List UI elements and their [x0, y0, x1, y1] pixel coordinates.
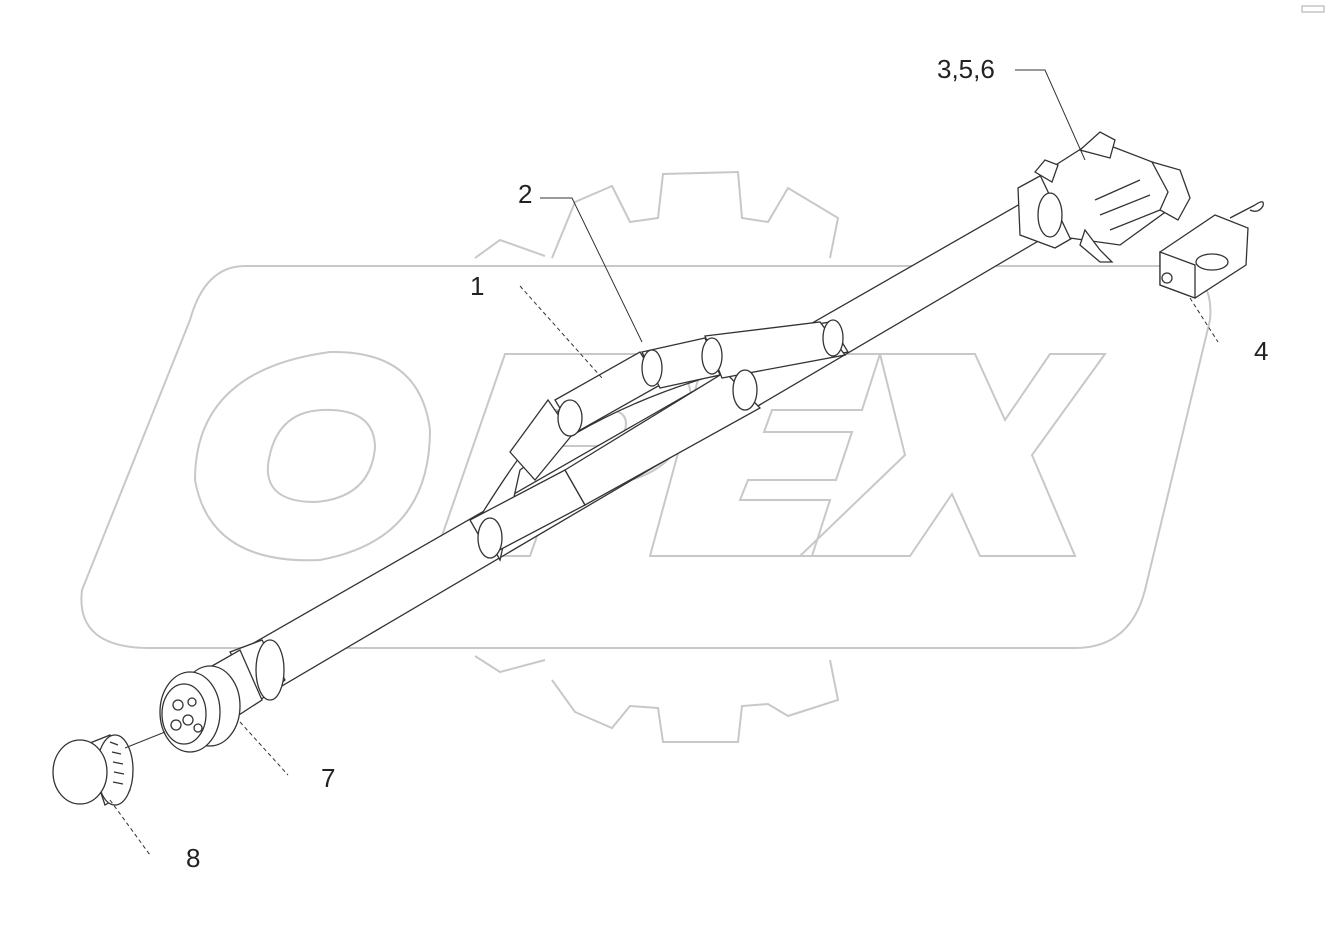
watermark-gear: [474, 170, 840, 743]
plug-4: [1159, 201, 1264, 299]
callouts: 1 2 3,5,6 4 7 8: [186, 54, 1268, 873]
callout-3-5-6: 3,5,6: [937, 54, 995, 84]
leader-lines: [109, 69, 1219, 856]
connector-housing: [1017, 131, 1191, 263]
leader-2: [540, 197, 643, 343]
cap-8: [52, 734, 134, 806]
assembly-axis: [124, 731, 166, 749]
cable-sleeves: [469, 319, 847, 559]
leader-7: [239, 721, 289, 776]
watermark-banner: [80, 265, 1212, 649]
callout-8: 8: [186, 843, 200, 873]
wiring-harness: [52, 131, 1264, 806]
round-connector-7: [159, 639, 286, 753]
callout-4: 4: [1254, 336, 1268, 366]
leader-4: [1189, 297, 1219, 343]
leader-356: [1015, 69, 1086, 161]
corner-mark: [1301, 5, 1325, 13]
leader-1: [519, 285, 603, 379]
leader-8: [109, 799, 151, 856]
callout-7: 7: [321, 763, 335, 793]
callout-2: 2: [518, 179, 532, 209]
callout-1: 1: [470, 271, 484, 301]
